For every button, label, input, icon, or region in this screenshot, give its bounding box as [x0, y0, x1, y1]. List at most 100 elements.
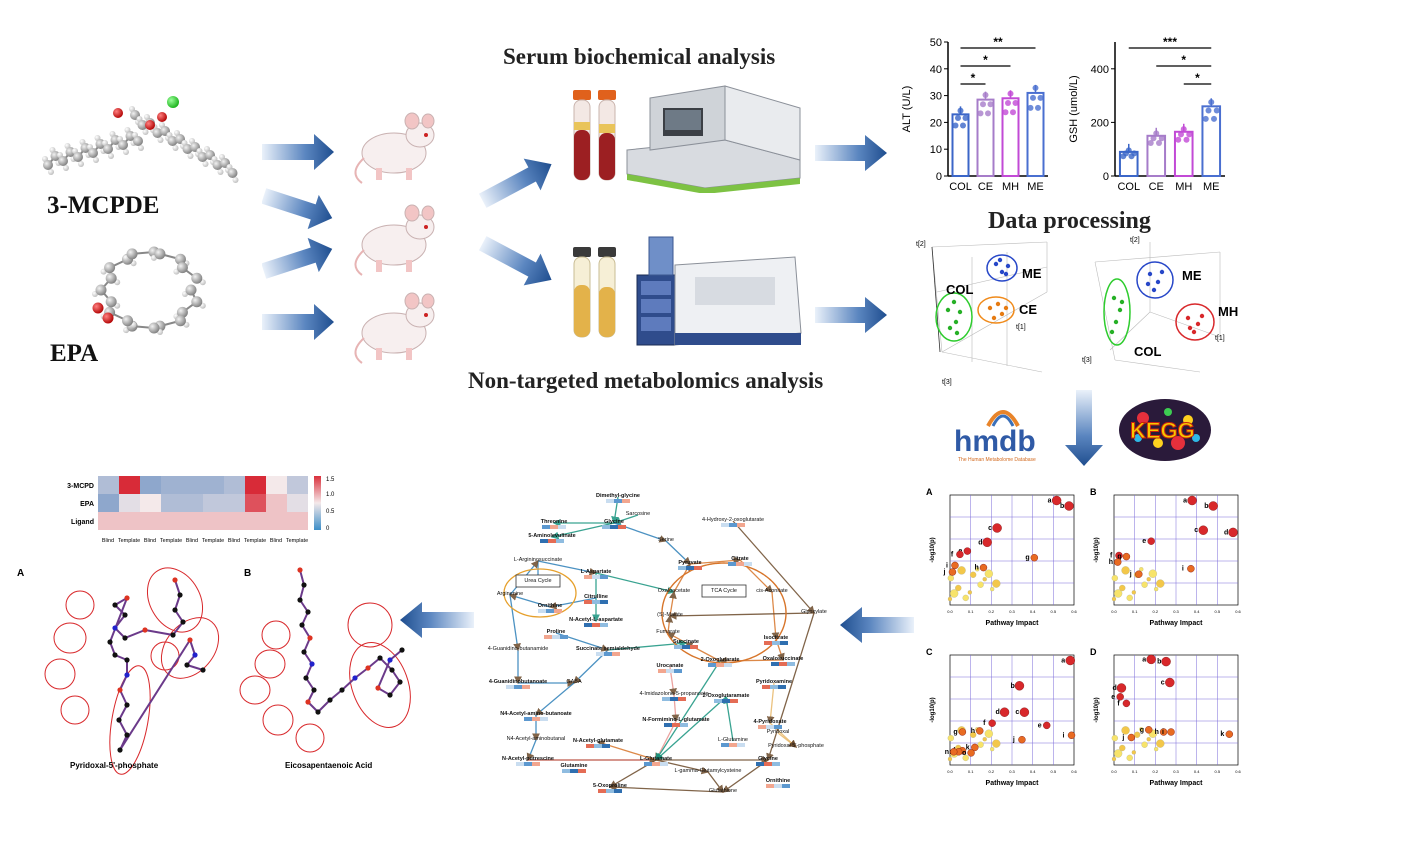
fold-change-cell — [586, 744, 594, 748]
arrow-down-to-pathway — [1065, 390, 1103, 466]
data-point — [987, 101, 994, 108]
heatmap-cell — [266, 512, 287, 530]
pathway-point — [1122, 552, 1131, 561]
heatmap-col-label: Template — [244, 538, 266, 544]
pca-label-me-right: ME — [1182, 268, 1202, 283]
pathway-point — [1146, 654, 1156, 665]
fold-change-cell — [618, 525, 626, 529]
bond — [189, 639, 196, 656]
atom — [299, 622, 305, 628]
pathway-point — [1113, 749, 1123, 758]
pathway-point — [1165, 677, 1175, 688]
pathway-node: 5-Oxoproline — [593, 783, 627, 789]
pathway-point — [1122, 699, 1131, 708]
heatmap-col-label: Template — [286, 538, 308, 544]
significance-mark: * — [971, 71, 976, 85]
pca-left-axis-t1: t[1] — [1016, 324, 1026, 331]
data-point — [1208, 99, 1215, 106]
pathway-node: L-Glutamate — [640, 756, 672, 762]
heatmap-cell — [98, 476, 119, 494]
pca-right-grid — [1094, 242, 1221, 373]
bond — [172, 621, 184, 636]
pathway-point-label: b — [1204, 503, 1208, 510]
heatmap-col-label: Blind — [144, 538, 156, 544]
significance-mark: *** — [1163, 35, 1177, 49]
carbon-atom — [197, 152, 208, 162]
oxygen-atom — [102, 312, 114, 324]
fold-change-cell — [548, 539, 556, 543]
cycle-label-box — [701, 584, 747, 598]
x-tick-label: 0.3 — [1173, 769, 1179, 774]
data-point — [1125, 147, 1132, 154]
pathway-point-label: a — [1142, 656, 1146, 663]
arrow-to-mouse-2b — [262, 237, 333, 279]
pathway-node: Sarcosine — [626, 511, 650, 517]
carbon-atom — [212, 160, 223, 170]
fold-change-cell — [524, 717, 532, 721]
pathway-node: 5-Aminolevulinate — [528, 533, 575, 539]
carbon-atom — [137, 120, 148, 130]
carbon-atom — [152, 128, 163, 138]
pathway-node: Urea Cycle — [524, 578, 551, 584]
pathway-point — [982, 537, 992, 547]
pathway-edge — [608, 783, 724, 793]
x-tick-label: 0.6 — [1235, 609, 1241, 614]
pathway-point — [969, 571, 977, 578]
heatmap-cell — [266, 494, 287, 512]
fold-change-cell — [602, 744, 610, 748]
x-tick-label: 0.2 — [1153, 609, 1159, 614]
y-tick-label: 0 — [1103, 171, 1109, 183]
heatmap-cell — [203, 512, 224, 530]
significance-mark: * — [1195, 71, 1200, 85]
pathway-point — [992, 739, 1001, 748]
pathway-point-label: j — [1012, 737, 1015, 744]
fold-change-cell — [674, 645, 682, 649]
fold-change-cell — [644, 762, 652, 766]
pathway-node: 2-Oxoglutaramate — [703, 693, 750, 699]
pathway-edge — [707, 771, 724, 794]
fold-change-cell — [540, 717, 548, 721]
bond — [174, 579, 181, 596]
pathway-point — [990, 586, 995, 592]
fold-change-cell — [658, 669, 666, 673]
fold-change-cell — [764, 762, 772, 766]
atom — [116, 717, 122, 723]
fold-change-cell — [728, 562, 736, 566]
carbon-atom — [103, 144, 113, 154]
flow-arrows-to-mice — [262, 134, 334, 340]
blood-tube-2 — [598, 90, 616, 181]
pathway-point — [1121, 566, 1130, 575]
metabolomics-instrument-illustration — [573, 236, 802, 346]
fold-change-cell — [771, 662, 779, 666]
pathway-point — [950, 748, 958, 756]
oxygen-atom — [113, 108, 123, 118]
x-tick-label: 0.0 — [1111, 769, 1117, 774]
plot-panel-label: C — [926, 647, 933, 657]
metabolic-pathway-network: Dimethyl-glycineSarcosineGlycineThreonin… — [488, 493, 827, 794]
heatmap-col-label: Blind — [270, 538, 282, 544]
pathway-point-label: i — [1162, 729, 1164, 736]
carbon-atom — [122, 315, 134, 327]
pathway-node: Oxaloacetate — [658, 588, 690, 594]
pathway-point — [1156, 579, 1165, 588]
category-label: COL — [949, 181, 972, 193]
pathway-point — [1014, 681, 1025, 691]
atom — [180, 619, 186, 625]
heatmap-cell — [224, 512, 245, 530]
fold-change-cell — [686, 566, 694, 570]
data-point — [1180, 126, 1187, 133]
pathway-edge — [777, 732, 798, 748]
pathway-edge — [537, 560, 598, 576]
pathway-point-label: g — [953, 729, 957, 736]
pathway-point-label: i — [1063, 732, 1065, 739]
pathway-point — [967, 590, 972, 595]
fold-change-cell — [778, 685, 786, 689]
x-tick-label: 0.5 — [1215, 609, 1221, 614]
fold-change-cell — [542, 525, 550, 529]
arrow-to-metabolomics — [478, 236, 552, 286]
x-tick-label: 0.3 — [1009, 769, 1015, 774]
atom — [200, 667, 206, 673]
pathway-point — [1135, 570, 1143, 578]
pathway-point-label: h — [974, 565, 978, 572]
